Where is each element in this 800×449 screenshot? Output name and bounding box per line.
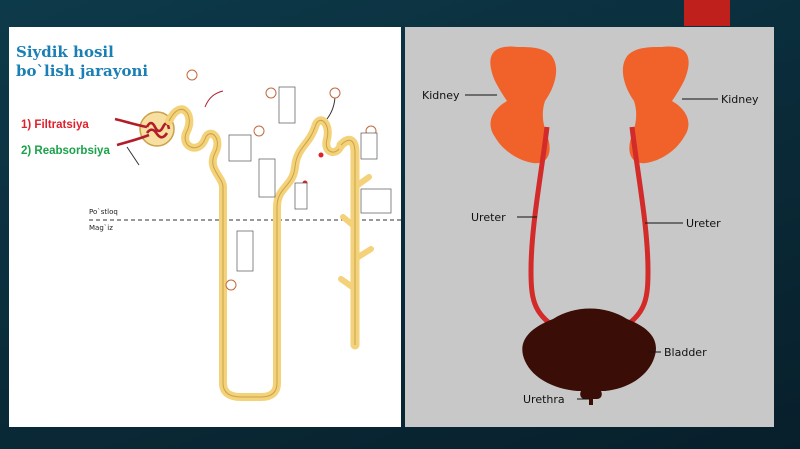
pointer-line bbox=[326, 94, 336, 120]
annotation-box bbox=[236, 230, 254, 272]
ureter-left bbox=[528, 126, 557, 330]
collecting-duct bbox=[336, 135, 374, 350]
annotation-box bbox=[360, 188, 392, 214]
title-line-1: Siydik hosil bbox=[16, 43, 114, 61]
pointer-line bbox=[204, 90, 224, 108]
annotation-box bbox=[294, 182, 308, 210]
nephron-illustration bbox=[89, 69, 401, 401]
urinary-system-panel: Kidney Kidney Ureter Ureter Bladder Uret… bbox=[405, 27, 774, 427]
label-urethra: Urethra bbox=[523, 393, 565, 406]
tubule-outline bbox=[168, 108, 342, 398]
title-line-2: bo`lish jarayoni bbox=[16, 62, 149, 80]
zone-medulla-label: Mag`iz bbox=[89, 224, 113, 232]
step-filtration: 1) Filtratsiya bbox=[21, 119, 89, 131]
step-marker bbox=[186, 69, 198, 81]
step-marker bbox=[329, 87, 341, 99]
corner-accent bbox=[684, 0, 730, 26]
marker-dot bbox=[318, 152, 324, 158]
zone-cortex-label: Po`stloq bbox=[89, 208, 118, 216]
annotation-box bbox=[228, 134, 252, 162]
ureter-right bbox=[622, 126, 651, 330]
step-marker bbox=[225, 279, 237, 291]
step-reabsorption: 2) Reabsorbsiya bbox=[21, 145, 110, 157]
nephron-panel: Siydik hosil bo`lish jarayoni 1) Filtrat… bbox=[9, 27, 401, 427]
label-ureter-left: Ureter bbox=[471, 211, 506, 224]
bladder bbox=[522, 308, 656, 399]
label-ureter-right: Ureter bbox=[686, 217, 721, 230]
step-marker bbox=[265, 87, 277, 99]
label-kidney-left: Kidney bbox=[422, 89, 460, 102]
annotation-box bbox=[360, 132, 378, 160]
glomerulus bbox=[114, 111, 175, 147]
annotation-box bbox=[258, 158, 276, 198]
urinary-system-illustration: Kidney Kidney Ureter Ureter Bladder Uret… bbox=[422, 46, 759, 406]
nephron-tubule bbox=[165, 105, 345, 401]
kidney-right bbox=[622, 46, 689, 164]
annotation-box bbox=[278, 86, 296, 124]
kidney-left bbox=[490, 46, 557, 164]
label-kidney-right: Kidney bbox=[721, 93, 759, 106]
label-bladder: Bladder bbox=[664, 346, 707, 359]
step-marker bbox=[253, 125, 265, 137]
slide-title: Siydik hosil bo`lish jarayoni bbox=[16, 43, 148, 81]
pointer-line bbox=[126, 146, 140, 166]
